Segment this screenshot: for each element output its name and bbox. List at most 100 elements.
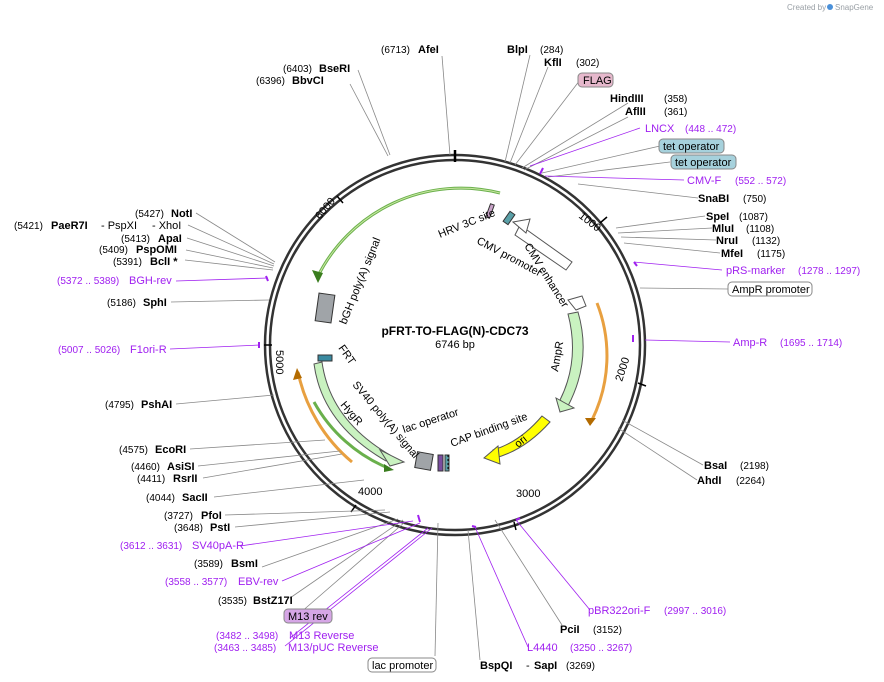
- cmvf-name[interactable]: CMV-F: [687, 175, 722, 187]
- ecori-name[interactable]: EcoRI: [155, 444, 186, 456]
- rsrii-name[interactable]: RsrII: [173, 473, 197, 485]
- ahdi-name[interactable]: AhdI: [697, 475, 721, 487]
- cmv-enhancer-arrow: [514, 224, 573, 271]
- paer7i-pos: (5421): [14, 221, 43, 232]
- flag-badge[interactable]: [577, 72, 614, 88]
- flag-label: FLAG: [583, 75, 612, 87]
- m13-rev-badge[interactable]: [283, 608, 333, 624]
- l4440-name[interactable]: L4440: [527, 642, 558, 654]
- lac-operator-mark: [437, 454, 444, 472]
- l4440-pos: (3250 .. 3267): [570, 643, 632, 654]
- sphi-pos: (5186): [107, 298, 136, 309]
- asisi-pos: (4460): [131, 462, 160, 473]
- spei-name[interactable]: SpeI: [706, 211, 729, 223]
- pspomi-pos: (5409): [99, 245, 128, 256]
- asisi-name[interactable]: AsiSI: [167, 461, 195, 473]
- snabi-name[interactable]: SnaBI: [698, 193, 729, 205]
- mlui-name[interactable]: MluI: [712, 223, 734, 235]
- prs-name[interactable]: pRS-marker: [726, 265, 786, 277]
- sphi-name[interactable]: SphI: [143, 297, 167, 309]
- sapi-name[interactable]: SapI: [534, 660, 557, 672]
- bspqi-sep: -: [526, 660, 530, 672]
- pbr-pos: (2997 .. 3016): [664, 606, 726, 617]
- pfoi-name[interactable]: PfoI: [201, 510, 222, 522]
- amp-r-primer-pos: (1695 .. 1714): [780, 338, 842, 349]
- pcii-pos: (3152): [593, 625, 622, 636]
- snapgene-logo-icon: [827, 4, 833, 10]
- bseri-name[interactable]: BseRI: [319, 63, 350, 75]
- bgh-polya-mark: [314, 292, 336, 324]
- bsmi-name[interactable]: BsmI: [231, 558, 258, 570]
- mlui-pos: (1108): [746, 224, 774, 235]
- bsai-name[interactable]: BsaI: [704, 460, 727, 472]
- tick-2000: 2000: [613, 356, 632, 383]
- bsai-pos: (2198): [740, 461, 769, 472]
- bghrev-name[interactable]: BGH-rev: [129, 275, 172, 287]
- bgh-label: bGH poly(A) signal: [338, 236, 384, 326]
- apai-name[interactable]: ApaI: [158, 233, 182, 245]
- ampr-promoter-badge[interactable]: [727, 281, 813, 297]
- ecori-pos: (4575): [119, 445, 148, 456]
- bseri-pos: (6403): [283, 64, 312, 75]
- hindiii-name[interactable]: HindIII: [610, 93, 644, 105]
- mfei-name[interactable]: MfeI: [721, 248, 743, 260]
- m13-reverse-name[interactable]: M13 Reverse: [289, 630, 354, 642]
- blpi-name[interactable]: BlpI: [507, 44, 528, 56]
- lac-promoter-badge[interactable]: [367, 657, 437, 673]
- sv40pa-name[interactable]: SV40pA-R: [192, 540, 244, 552]
- m13-puc-pos: (3463 .. 3485): [214, 643, 276, 654]
- bspqi-pos: (3269): [566, 661, 595, 672]
- bstz-pos: (3535): [218, 596, 247, 607]
- cmvf-pos: (552 .. 572): [735, 176, 786, 187]
- orange-arc-left: [296, 371, 353, 464]
- pcii-name[interactable]: PciI: [560, 624, 580, 636]
- ampr-promoter-arrow: [567, 295, 587, 311]
- plasmid-length: 6746 bp: [435, 339, 475, 351]
- hrv-site-mark: [485, 203, 495, 219]
- bghrev-pos: (5372 .. 5389): [57, 276, 119, 287]
- tick-5000: 5000: [273, 350, 285, 374]
- xhoi-name[interactable]: - XhoI: [152, 220, 181, 232]
- m13-rev-label: M13 rev: [288, 611, 328, 623]
- apai-pos: (5413): [121, 234, 150, 245]
- pbr-name[interactable]: pBR322ori-F: [588, 605, 651, 617]
- psti-pos: (3648): [174, 523, 203, 534]
- paer7i-name[interactable]: PaeR7I: [51, 220, 88, 232]
- leader-lines: [170, 54, 729, 661]
- noti-name[interactable]: NotI: [171, 208, 192, 220]
- tet-operator-badge-1[interactable]: [658, 138, 725, 154]
- kfli-name[interactable]: KflI: [544, 57, 562, 69]
- pspxi-name[interactable]: - PspXI: [101, 220, 137, 232]
- bbvci-name[interactable]: BbvCI: [292, 75, 324, 87]
- tick-1000: 1000: [576, 210, 603, 235]
- pshai-pos: (4795): [105, 400, 134, 411]
- ampr-label: AmpR: [549, 340, 566, 372]
- tick-4000: 4000: [358, 486, 382, 498]
- bcli-pos: (5391): [113, 257, 142, 268]
- m13-reverse-pos: (3482 .. 3498): [216, 631, 278, 642]
- bspqi-name[interactable]: BspQI: [480, 660, 512, 672]
- nrui-name[interactable]: NruI: [716, 235, 738, 247]
- aflii-name[interactable]: AflII: [625, 106, 646, 118]
- f1ori-name[interactable]: F1ori-R: [130, 344, 167, 356]
- sacii-name[interactable]: SacII: [182, 492, 208, 504]
- afei-name[interactable]: AfeI: [418, 44, 439, 56]
- tet-operator-badge-2[interactable]: [670, 154, 737, 170]
- plasmid-name: pFRT-TO-FLAG(N)-CDC73: [381, 324, 528, 338]
- ebv-pos: (3558 .. 3577): [165, 577, 227, 588]
- cap-site-mark: [444, 454, 450, 472]
- prs-pos: (1278 .. 1297): [798, 266, 860, 277]
- bstz-name[interactable]: BstZ17I: [253, 595, 293, 607]
- tick-3000: 3000: [516, 488, 540, 500]
- pfoi-pos: (3727): [164, 511, 193, 522]
- ebv-name[interactable]: EBV-rev: [238, 576, 279, 588]
- lac-promoter-label: lac promoter: [372, 660, 433, 672]
- lncx-name[interactable]: LNCX: [645, 123, 675, 135]
- mfei-pos: (1175): [757, 249, 785, 260]
- pspomi-name[interactable]: PspOMI: [136, 244, 177, 256]
- pshai-name[interactable]: PshAI: [141, 399, 172, 411]
- psti-name[interactable]: PstI: [210, 522, 230, 534]
- m13-puc-name[interactable]: M13/pUC Reverse: [288, 642, 378, 654]
- bcli-name[interactable]: BclI *: [150, 256, 178, 268]
- amp-r-primer-name[interactable]: Amp-R: [733, 337, 767, 349]
